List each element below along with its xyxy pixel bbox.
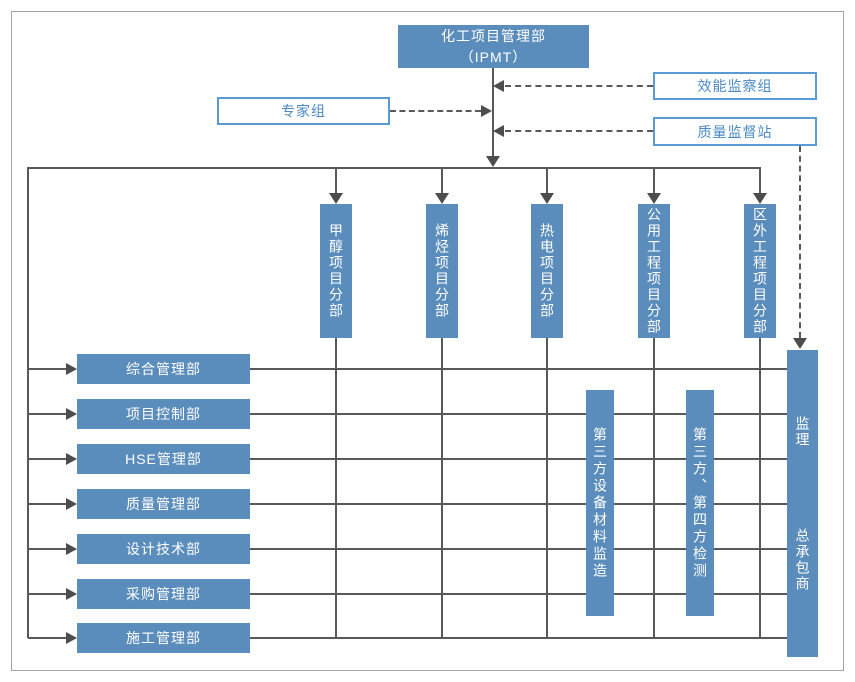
dashed-connector [505, 85, 653, 87]
dept-box-quality: 质量管理部 [77, 489, 250, 519]
division-box-olefin: 烯烃项目分部 [426, 204, 458, 338]
supervisor-contractor-box: 监理 总承包商 [787, 350, 818, 657]
dept-box-hse: HSE管理部 [77, 444, 250, 474]
dept-box-construction: 施工管理部 [77, 623, 250, 653]
connector-line [250, 368, 787, 370]
third-party-inspection-box: 第三方、第四方检测 [686, 390, 714, 616]
connector-line [28, 503, 68, 505]
arrowhead-down [486, 156, 500, 167]
dept-box-general-management: 综合管理部 [77, 354, 250, 384]
expert-group-box: 专家组 [217, 97, 390, 125]
arrowhead-right [66, 498, 77, 510]
dept-label: 质量管理部 [126, 496, 201, 512]
connector-line [492, 68, 494, 156]
dashed-connector [799, 146, 801, 338]
connector-line [546, 168, 548, 193]
connector-line [28, 413, 68, 415]
arrowhead-down [647, 193, 661, 204]
division-label: 烯烃项目分部 [434, 223, 450, 319]
division-box-thermal: 热电项目分部 [531, 204, 563, 338]
expert-group-label: 专家组 [281, 103, 326, 119]
efficiency-supervision-box: 效能监察组 [653, 72, 817, 100]
dept-box-procurement: 采购管理部 [77, 579, 250, 609]
connector-line [250, 548, 787, 550]
efficiency-supervision-label: 效能监察组 [697, 78, 773, 94]
ipmt-title-line2: （IPMT） [459, 48, 528, 65]
arrowhead-right [66, 408, 77, 420]
third-party-label: 第三方、第四方检测 [692, 426, 708, 580]
connector-line [250, 458, 787, 460]
connector-line [335, 168, 337, 193]
ipmt-box: 化工项目管理部 （IPMT） [398, 25, 589, 68]
arrowhead-right [66, 453, 77, 465]
connector-line [27, 167, 29, 638]
ipmt-title-line1: 化工项目管理部 [441, 28, 546, 45]
connector-line [441, 338, 443, 638]
connector-line [28, 593, 68, 595]
arrowhead-left [493, 125, 504, 137]
arrowhead-down [540, 193, 554, 204]
division-box-utility: 公用工程项目分部 [638, 204, 670, 338]
dashed-connector [505, 130, 653, 132]
division-label: 热电项目分部 [539, 223, 555, 319]
connector-line [546, 338, 548, 638]
dept-label: 施工管理部 [126, 630, 201, 646]
dept-label: 项目控制部 [126, 406, 201, 422]
dept-label: 采购管理部 [126, 586, 201, 602]
dept-label: 设计技术部 [126, 541, 201, 557]
dept-box-design-tech: 设计技术部 [77, 534, 250, 564]
division-label: 区外工程项目分部 [752, 207, 768, 335]
connector-line [441, 168, 443, 193]
dashed-connector [390, 110, 481, 112]
connector-line [28, 637, 68, 639]
division-box-offsite: 区外工程项目分部 [744, 204, 776, 338]
chart-border [11, 11, 844, 671]
arrowhead-down [435, 193, 449, 204]
quality-supervision-label: 质量监督站 [697, 123, 773, 140]
connector-line [653, 168, 655, 193]
connector-line [250, 637, 787, 639]
connector-line [759, 168, 761, 193]
division-label: 公用工程项目分部 [646, 207, 662, 335]
arrowhead-down [753, 193, 767, 204]
connector-line [759, 338, 761, 638]
connector-line [250, 413, 787, 415]
dept-label: 综合管理部 [126, 361, 201, 377]
third-party-supervision-box: 第三方设备材料监造 [586, 390, 614, 616]
connector-line [250, 593, 787, 595]
connector-line [335, 338, 337, 638]
arrowhead-right [66, 588, 77, 600]
general-contractor-label: 总承包商 [794, 527, 811, 592]
arrowhead-left [493, 80, 504, 92]
connector-line [28, 458, 68, 460]
quality-supervision-box: 质量监督站 [653, 117, 817, 146]
connector-line [250, 503, 787, 505]
connector-line [28, 548, 68, 550]
connector-line [28, 167, 761, 169]
arrowhead-right [481, 105, 492, 117]
arrowhead-right [66, 632, 77, 644]
arrowhead-down [329, 193, 343, 204]
dept-label: HSE管理部 [125, 451, 202, 467]
third-party-label: 第三方设备材料监造 [592, 426, 608, 580]
arrowhead-down [793, 338, 807, 349]
arrowhead-right [66, 543, 77, 555]
connector-line [653, 338, 655, 638]
connector-line [28, 368, 68, 370]
arrowhead-right [66, 363, 77, 375]
division-box-methanol: 甲醇项目分部 [320, 204, 352, 338]
division-label: 甲醇项目分部 [328, 223, 344, 319]
dept-box-project-control: 项目控制部 [77, 399, 250, 429]
supervisor-label: 监理 [794, 415, 811, 448]
